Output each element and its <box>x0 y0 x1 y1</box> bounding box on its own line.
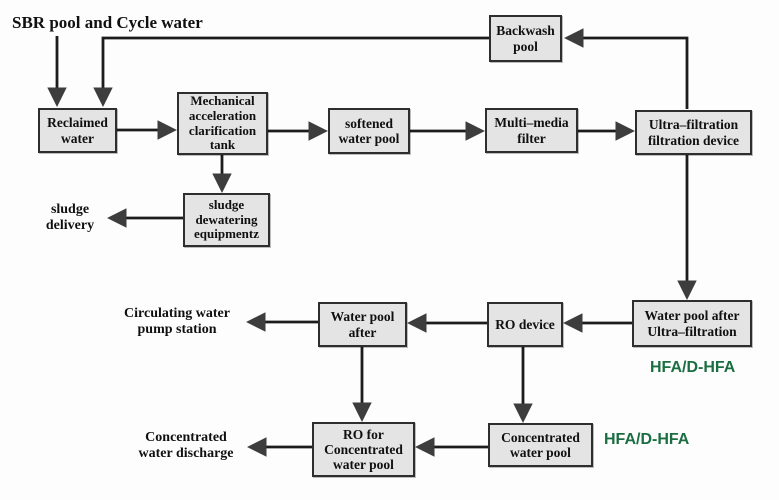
node-ro-for-concentrated-water-pool: RO for Concentrated water pool <box>312 422 415 477</box>
node-water-pool-after: Water pool after <box>318 302 407 347</box>
node-concentrated-water-pool: Concentrated water pool <box>488 423 593 467</box>
arrow-ultra-filtration-to-backwash-pool <box>564 28 689 109</box>
arrow-backwash-pool-to-reclaimed-water <box>93 36 489 107</box>
node-water-pool-after-ultra-filtration: Water pool after Ultra–filtration <box>632 300 752 347</box>
node-ro-device: RO device <box>487 302 563 347</box>
node-mechanical-clarification-tank: Mechanical acceleration clarification ta… <box>177 92 268 155</box>
diagram-title: SBR pool and Cycle water <box>12 13 203 32</box>
node-reclaimed-water: Reclaimed water <box>38 108 117 153</box>
node-sludge-dewatering-equipment: sludge dewatering equipmentz <box>183 193 270 247</box>
concentrated-water-discharge-label: Concentrated water discharge <box>138 430 234 461</box>
node-ultra-filtration-device: Ultra–filtration filtration device <box>635 110 752 155</box>
hfa-annotation-lower: HFA/D-HFA <box>604 431 690 448</box>
hfa-annotation-upper: HFA/D-HFA <box>650 359 736 376</box>
sludge-delivery-label: sludge delivery <box>45 202 95 233</box>
node-multi-media-filter: Multi–media filter <box>485 108 578 153</box>
node-backwash-pool: Backwash pool <box>489 15 562 62</box>
node-softened-water-pool: softened water pool <box>328 108 410 154</box>
circulating-pump-station-label: Circulating water pump station <box>124 306 230 337</box>
